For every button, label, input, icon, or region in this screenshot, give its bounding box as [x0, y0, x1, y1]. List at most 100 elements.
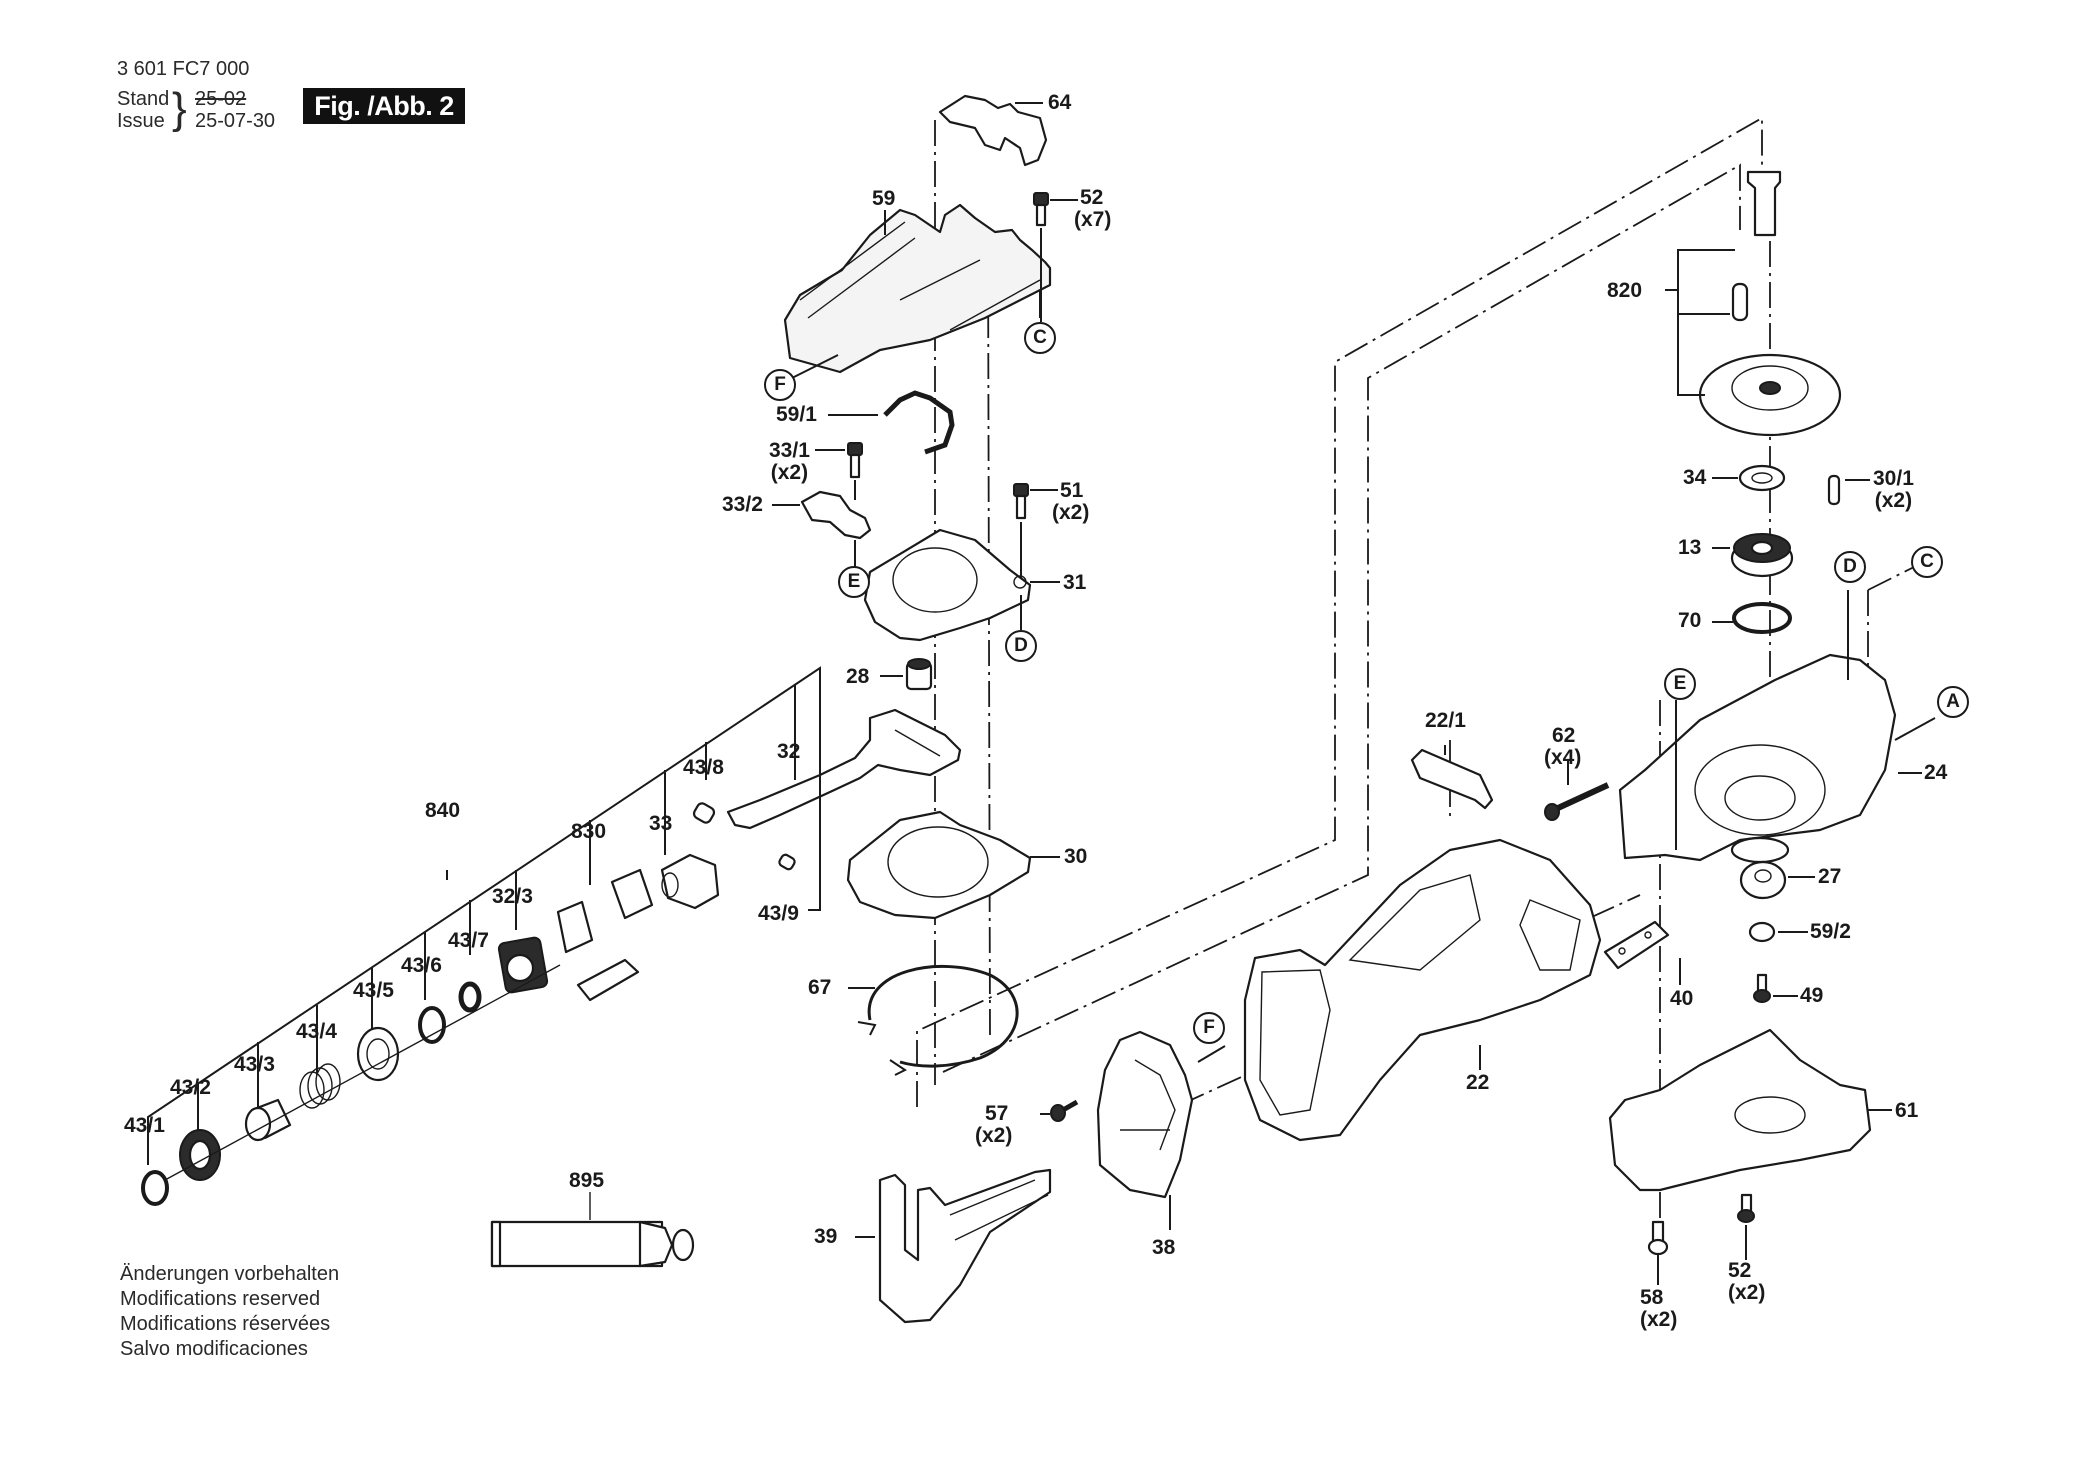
callout-f: F: [764, 369, 796, 401]
label-820: 820: [1607, 279, 1643, 302]
label-43-4: 43/4: [296, 1020, 337, 1043]
part-30-gasket: [846, 810, 1032, 920]
old-stand-date: 25-02: [195, 88, 247, 110]
part-39-blade-holder: [878, 1168, 1052, 1324]
stand-label: Stand: [117, 88, 170, 110]
label-52-top: 52(x7): [1074, 186, 1112, 231]
part-24-gear-housing: [1618, 653, 1897, 864]
label-64: 64: [1048, 91, 1072, 114]
label-51: 51(x2): [1052, 479, 1090, 524]
label-70: 70: [1678, 609, 1702, 632]
chuck-axis-line: [164, 964, 561, 1181]
part-30-1-pin: [1827, 474, 1841, 506]
label-43-5: 43/5: [353, 979, 394, 1002]
label-22: 22: [1466, 1071, 1490, 1094]
label-33-1: 33/1(x2): [769, 439, 810, 484]
part-43-8-pin: [692, 802, 716, 824]
part-43-9-pin: [778, 853, 796, 871]
label-43-3: 43/3: [234, 1053, 275, 1076]
callout-e: E: [838, 566, 870, 598]
part-22-motor-housing: [1243, 838, 1602, 1142]
part-51-screw: [1013, 483, 1029, 580]
label-27: 27: [1818, 865, 1842, 888]
part-43-7-ring: [458, 981, 482, 1013]
part-32-plunger: [726, 708, 962, 830]
label-52-bottom: 52(x2): [1728, 1259, 1766, 1304]
label-43-6: 43/6: [401, 954, 442, 977]
part-62-screw: [1544, 782, 1610, 821]
label-33-2: 33/2: [722, 493, 763, 516]
figure-label: Fig. /Abb. 2: [303, 88, 465, 124]
part-59-1-wire-clip: [883, 390, 955, 455]
part-43-1-o-ring: [141, 1170, 169, 1206]
notice-line-fr: Modifications réservées: [120, 1313, 331, 1335]
label-32: 32: [777, 740, 801, 763]
part-43-4-spring: [299, 1063, 341, 1109]
callout-d: D: [1005, 630, 1037, 662]
modifications-notice: Änderungen vorbehalten Modifications res…: [120, 1262, 339, 1362]
label-59-1: 59/1: [776, 403, 817, 426]
part-59-2-washer: [1748, 921, 1776, 943]
label-840: 840: [425, 799, 461, 822]
part-840-bracket: [147, 666, 821, 1165]
part-64-clip: [938, 94, 1048, 167]
label-32-3: 32/3: [492, 885, 533, 908]
label-58: 58(x2): [1640, 1286, 1678, 1331]
part-34-washer: [1738, 464, 1786, 492]
part-33-1-screw: [847, 442, 863, 500]
part-31-plate: [863, 528, 1032, 642]
part-43-5-bearing: [356, 1026, 400, 1082]
callout-a: A: [1937, 686, 1969, 718]
callout-c: C: [1024, 322, 1056, 354]
label-38: 38: [1152, 1236, 1176, 1259]
label-43-8: 43/8: [683, 756, 724, 779]
part-70-ring: [1732, 602, 1792, 634]
label-22-1: 22/1: [1425, 709, 1466, 732]
part-59-upper-housing: [783, 203, 1052, 374]
part-43-3-sleeve: [244, 1098, 292, 1142]
label-59: 59: [872, 187, 896, 210]
part-number: 3 601 FC7 000: [117, 58, 250, 80]
label-34: 34: [1683, 466, 1707, 489]
label-43-2: 43/2: [170, 1076, 211, 1099]
part-49-screw: [1753, 973, 1771, 1003]
label-895: 895: [569, 1169, 605, 1192]
part-895-grease-tube: [490, 1192, 695, 1268]
notice-line-es: Salvo modificaciones: [120, 1338, 308, 1360]
part-22-1-cover-strip: [1410, 748, 1494, 810]
part-57-screw: [1050, 1099, 1079, 1122]
label-28: 28: [846, 665, 870, 688]
label-43-1: 43/1: [124, 1114, 165, 1137]
notice-line-en: Modifications reserved: [120, 1288, 321, 1310]
callout-e-right: E: [1664, 668, 1696, 700]
label-40: 40: [1670, 987, 1694, 1010]
part-43-6-washer: [418, 1006, 446, 1044]
part-27-bearing: [1739, 860, 1787, 900]
label-43-9: 43/9: [758, 902, 799, 925]
leader-lines: [772, 102, 1936, 1238]
label-62: 62(x4): [1544, 724, 1582, 769]
part-830-plate-set: [556, 868, 654, 1002]
part-33-block: [660, 853, 720, 910]
label-43-7: 43/7: [448, 929, 489, 952]
part-13-bearing: [1730, 533, 1794, 578]
part-820-gear-set: [1665, 170, 1842, 437]
label-61: 61: [1895, 1099, 1919, 1122]
part-40-plate: [1603, 920, 1670, 970]
part-38-end-cap: [1096, 1030, 1194, 1199]
callout-d-right: D: [1834, 551, 1866, 583]
part-61-lower-cover: [1608, 1028, 1872, 1192]
label-49: 49: [1800, 984, 1824, 1007]
label-33: 33: [649, 812, 673, 835]
issue-label: Issue: [117, 110, 165, 132]
label-13: 13: [1678, 536, 1702, 559]
callout-f-lower: F: [1193, 1012, 1225, 1044]
part-67-circlip: [857, 964, 1019, 1076]
label-24: 24: [1924, 761, 1948, 784]
brace-icon: }: [172, 84, 187, 133]
part-43-2-knurled-nut: [179, 1129, 221, 1181]
label-830: 830: [571, 820, 607, 843]
part-33-2-bracket: [800, 490, 872, 568]
label-67: 67: [808, 976, 832, 999]
